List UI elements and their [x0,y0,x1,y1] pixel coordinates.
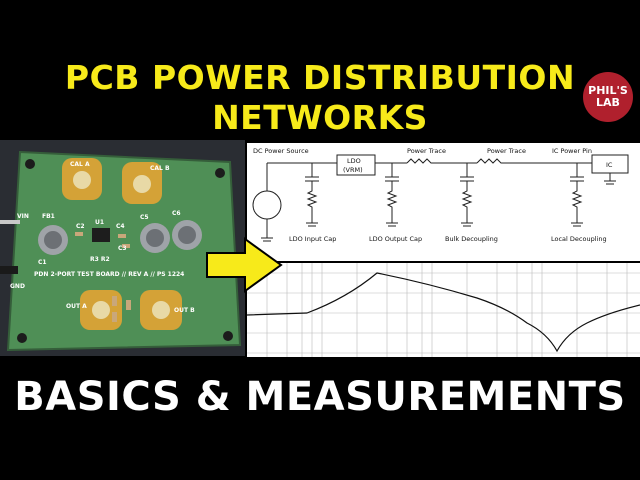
dc-source-symbol [252,190,282,220]
label-r3r2: R3 R2 [90,256,110,263]
label-ldo: LDO [347,157,361,165]
label-c4: C4 [116,223,125,230]
label-gnd: GND [10,283,25,290]
label-power-trace-1: Power Trace [407,147,446,155]
label-local-decoupling: Local Decoupling [551,235,607,243]
logo-line-2: LAB [596,96,620,109]
label-cal-a: CAL A [70,161,90,168]
label-c2: C2 [76,223,85,230]
label-c3: C3 [118,245,127,252]
label-dc-source: DC Power Source [253,147,309,155]
label-out-b: OUT B [174,307,195,314]
label-vin: VIN [17,213,29,220]
label-ic-pin: IC Power Pin [552,147,592,155]
label-c6: C6 [172,210,181,217]
subtitle: BASICS & MEASUREMENTS [14,374,626,420]
logo-line-1: PHIL'S [588,84,628,97]
label-bulk-decoupling: Bulk Decoupling [445,235,498,243]
label-ldo-output-cap: LDO Output Cap [369,235,422,243]
pcb-photo: CAL A CAL B VIN GND OUT A OUT B FB1 U1 C… [0,140,245,356]
pdn-schematic: DC Power Source LDO (VRM) Power Trace Po… [247,143,640,261]
title-line-2: NETWORKS [212,98,428,137]
label-c5: C5 [140,214,149,221]
label-u1: U1 [95,219,104,226]
impedance-plot [247,263,640,357]
label-cal-b: CAL B [150,165,170,172]
label-ic: IC [606,161,613,169]
label-fb1: FB1 [42,213,55,220]
phils-lab-logo: PHIL'S LAB [583,72,633,122]
label-out-a: OUT A [66,303,87,310]
label-c1: C1 [38,259,47,266]
label-ldo-input-cap: LDO Input Cap [289,235,336,243]
title-line-1: PCB POWER DISTRIBUTION [64,58,576,97]
label-board-name: PDN 2-PORT TEST BOARD // REV A // PS 122… [34,271,184,278]
arrow-icon [206,237,283,293]
label-power-trace-2: Power Trace [487,147,526,155]
ic-u1 [92,228,110,242]
impedance-curve [247,272,640,353]
ldo-box [336,154,376,176]
label-vrm: (VRM) [343,166,363,174]
